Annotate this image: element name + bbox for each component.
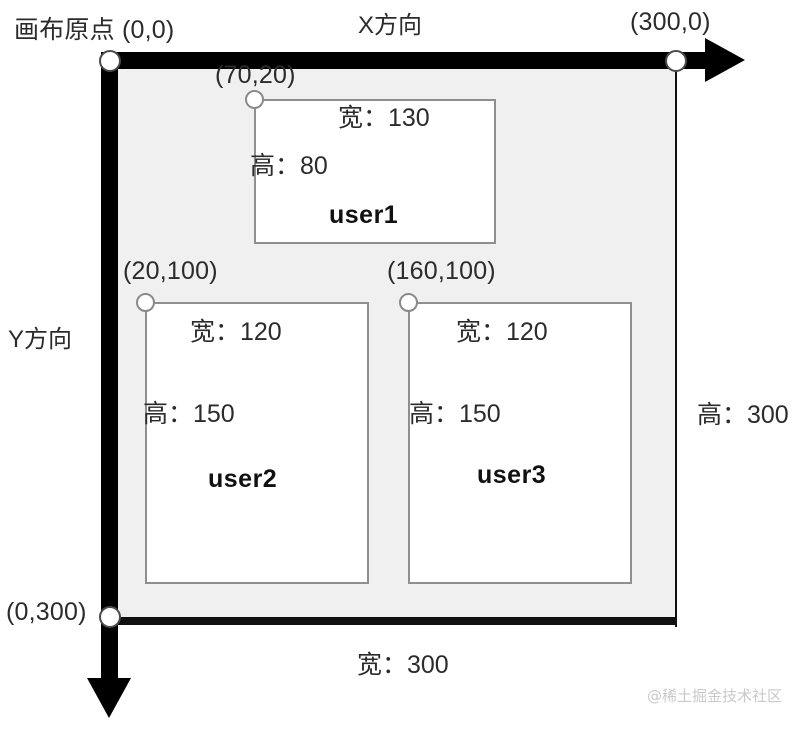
handle-origin[interactable] — [99, 50, 121, 72]
handle-user3-topleft[interactable] — [399, 293, 418, 312]
box-user3[interactable] — [408, 302, 632, 584]
box-user1-name-label: user1 — [329, 201, 399, 229]
x-direction-label: X方向 — [358, 12, 423, 39]
canvas-height-label: 高：300 — [697, 401, 789, 429]
canvas-right-edge — [675, 60, 677, 627]
y-direction-label: Y方向 — [8, 326, 73, 353]
handle-top-right[interactable] — [665, 50, 687, 72]
box-user2-width-label: 宽：120 — [190, 318, 282, 346]
box-user1[interactable] — [254, 99, 496, 244]
box-user2-coord-label: (20,100) — [123, 257, 218, 285]
y-axis-arrowhead-icon — [87, 678, 131, 718]
box-user1-height-label: 高：80 — [250, 152, 328, 180]
box-user3-width-label: 宽：120 — [456, 318, 548, 346]
x-axis-arrowhead-icon — [705, 38, 745, 82]
box-user3-name-label: user3 — [477, 461, 547, 489]
handle-user2-topleft[interactable] — [136, 293, 155, 312]
y-axis-line — [101, 52, 118, 692]
canvas-width-label: 宽：300 — [357, 651, 449, 679]
top-right-coord-label: (300,0) — [630, 8, 711, 36]
box-user2-name-label: user2 — [208, 465, 278, 493]
x-axis-line — [110, 52, 720, 69]
canvas-bottom-edge — [110, 617, 677, 625]
box-user1-coord-label: (70,20) — [215, 61, 296, 89]
box-user3-height-label: 高：150 — [409, 400, 501, 428]
box-user3-coord-label: (160,100) — [387, 257, 496, 285]
origin-label: 画布原点 (0,0) — [14, 16, 175, 44]
box-user1-width-label: 宽：130 — [338, 104, 430, 132]
handle-user1-topleft[interactable] — [245, 90, 264, 109]
watermark: @稀土掘金技术社区 — [646, 687, 782, 705]
box-user2[interactable] — [145, 302, 369, 584]
bottom-left-coord-label: (0,300) — [6, 598, 87, 626]
handle-bottom-left[interactable] — [99, 606, 121, 628]
box-user2-height-label: 高：150 — [143, 400, 235, 428]
